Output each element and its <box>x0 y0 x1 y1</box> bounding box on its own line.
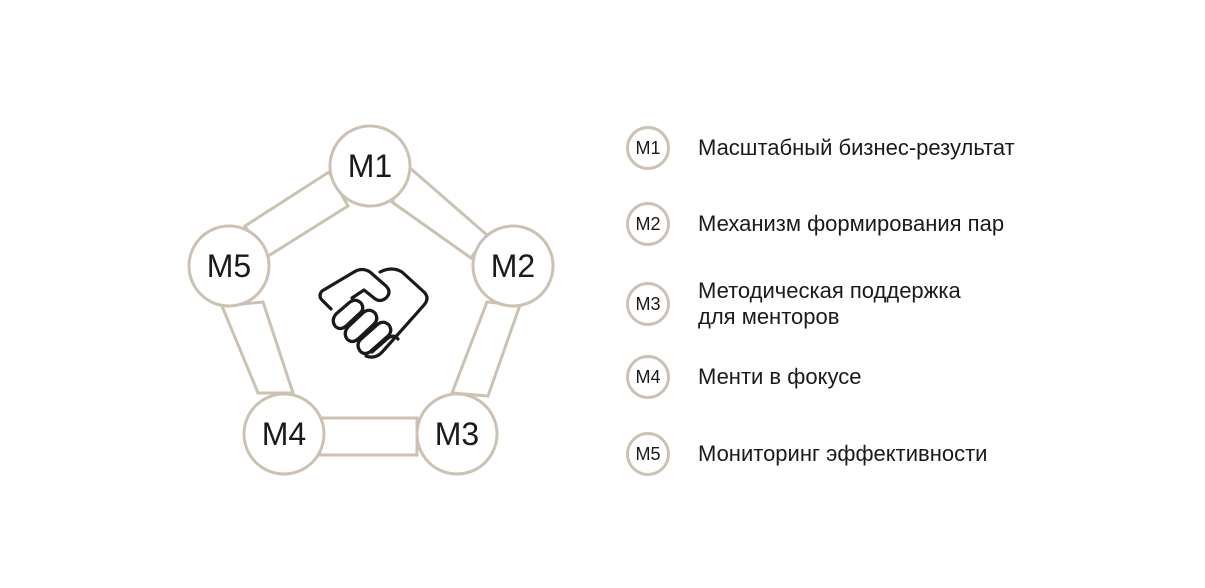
legend-text-m1: Масштабный бизнес-результат <box>698 135 1015 160</box>
node-label-m3: M3 <box>435 416 479 452</box>
node-m2: M2 <box>471 224 555 308</box>
node-m5: M5 <box>187 224 271 308</box>
legend-text-m3: Методическая поддержка для менторов <box>698 278 961 329</box>
node-m3: M3 <box>415 392 499 476</box>
legend-text-m4: Менти в фокусе <box>698 364 862 389</box>
node-label-m5: M5 <box>207 248 251 284</box>
edge-m2-m3 <box>449 300 523 398</box>
handshake-icon <box>318 267 429 359</box>
legend-badge-m5: M5 <box>626 432 670 476</box>
node-label-m4: M4 <box>262 416 306 452</box>
node-m4: M4 <box>242 392 326 476</box>
legend-item-m3: M3 Методическая поддержка для менторов <box>626 278 961 330</box>
legend-badge-m2: M2 <box>626 202 670 246</box>
node-label-m2: M2 <box>491 248 535 284</box>
node-m1: M1 <box>328 124 412 208</box>
legend-text-m2: Механизм формирования пар <box>698 211 1005 236</box>
edge-m4-m5 <box>219 300 296 395</box>
legend-item-m4: M4 Менти в фокусе <box>626 355 861 399</box>
legend-text-m5: Мониторинг эффективности <box>698 441 988 466</box>
legend-item-m1: M1 Масштабный бизнес-результат <box>626 126 1015 170</box>
legend-item-m5: M5 Мониторинг эффективности <box>626 432 987 476</box>
legend-item-m2: M2 Механизм формирования пар <box>626 202 1004 246</box>
legend-badge-m4: M4 <box>626 355 670 399</box>
node-label-m1: M1 <box>348 148 392 184</box>
legend-badge-m3: M3 <box>626 282 670 326</box>
edge-m3-m4 <box>318 416 419 457</box>
legend-badge-m1: M1 <box>626 126 670 170</box>
